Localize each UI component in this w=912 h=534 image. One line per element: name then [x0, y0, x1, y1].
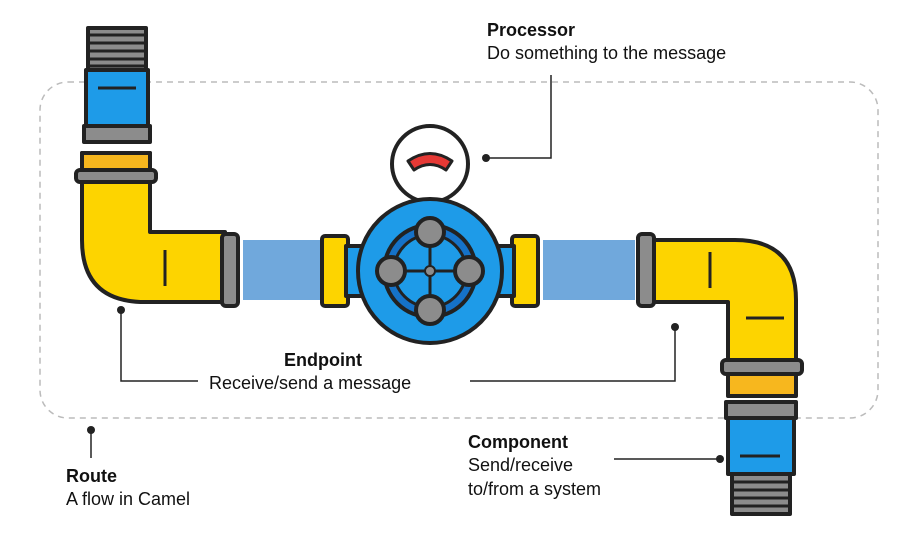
component-title: Component [468, 432, 568, 452]
endpoint-label: Endpoint Receive/send a message [209, 349, 411, 396]
valve-knob-left [375, 255, 407, 287]
route-label: Route A flow in Camel [66, 465, 190, 512]
route-title: Route [66, 466, 117, 486]
right-pipe-thread [730, 472, 792, 516]
right-gray-ring [724, 400, 798, 420]
left-pipe-thread [86, 26, 148, 74]
processor-leader [486, 75, 552, 159]
left-pipe [74, 26, 240, 308]
endpoint-leader-left [120, 310, 198, 382]
leader-dots [87, 154, 724, 463]
valve-knob-bottom [414, 294, 446, 326]
processor-label: Processor Do something to the message [487, 19, 726, 66]
component-label: Component Send/receive to/from a system [468, 431, 601, 501]
left-flange [220, 232, 240, 308]
right-flange [636, 232, 656, 308]
valve-knob-right [453, 255, 485, 287]
right-blue-pipe [543, 240, 635, 300]
gauge-needle-arc [406, 152, 454, 172]
route-boundary [39, 81, 879, 419]
component-description-line2: to/from a system [468, 478, 602, 499]
processor-title: Processor [487, 20, 576, 40]
right-collar [720, 358, 804, 376]
leader-lines [90, 75, 720, 460]
processor-valve [320, 124, 540, 345]
left-blue-pipe [243, 240, 321, 300]
endpoint-description: Receive/send a message [209, 373, 412, 394]
endpoint-leader-right [470, 327, 676, 382]
left-gray-ring [82, 124, 152, 144]
endpoint-title: Endpoint [284, 350, 362, 370]
left-blue-connector [84, 68, 150, 130]
right-pipe [636, 232, 804, 516]
route-description: A flow in Camel [66, 489, 191, 510]
left-collar [74, 168, 158, 184]
valve-knob-top [414, 216, 446, 248]
component-description-line1: Send/receive [468, 455, 574, 476]
right-blue-connector [726, 416, 796, 476]
processor-description: Do something to the message [487, 43, 727, 64]
